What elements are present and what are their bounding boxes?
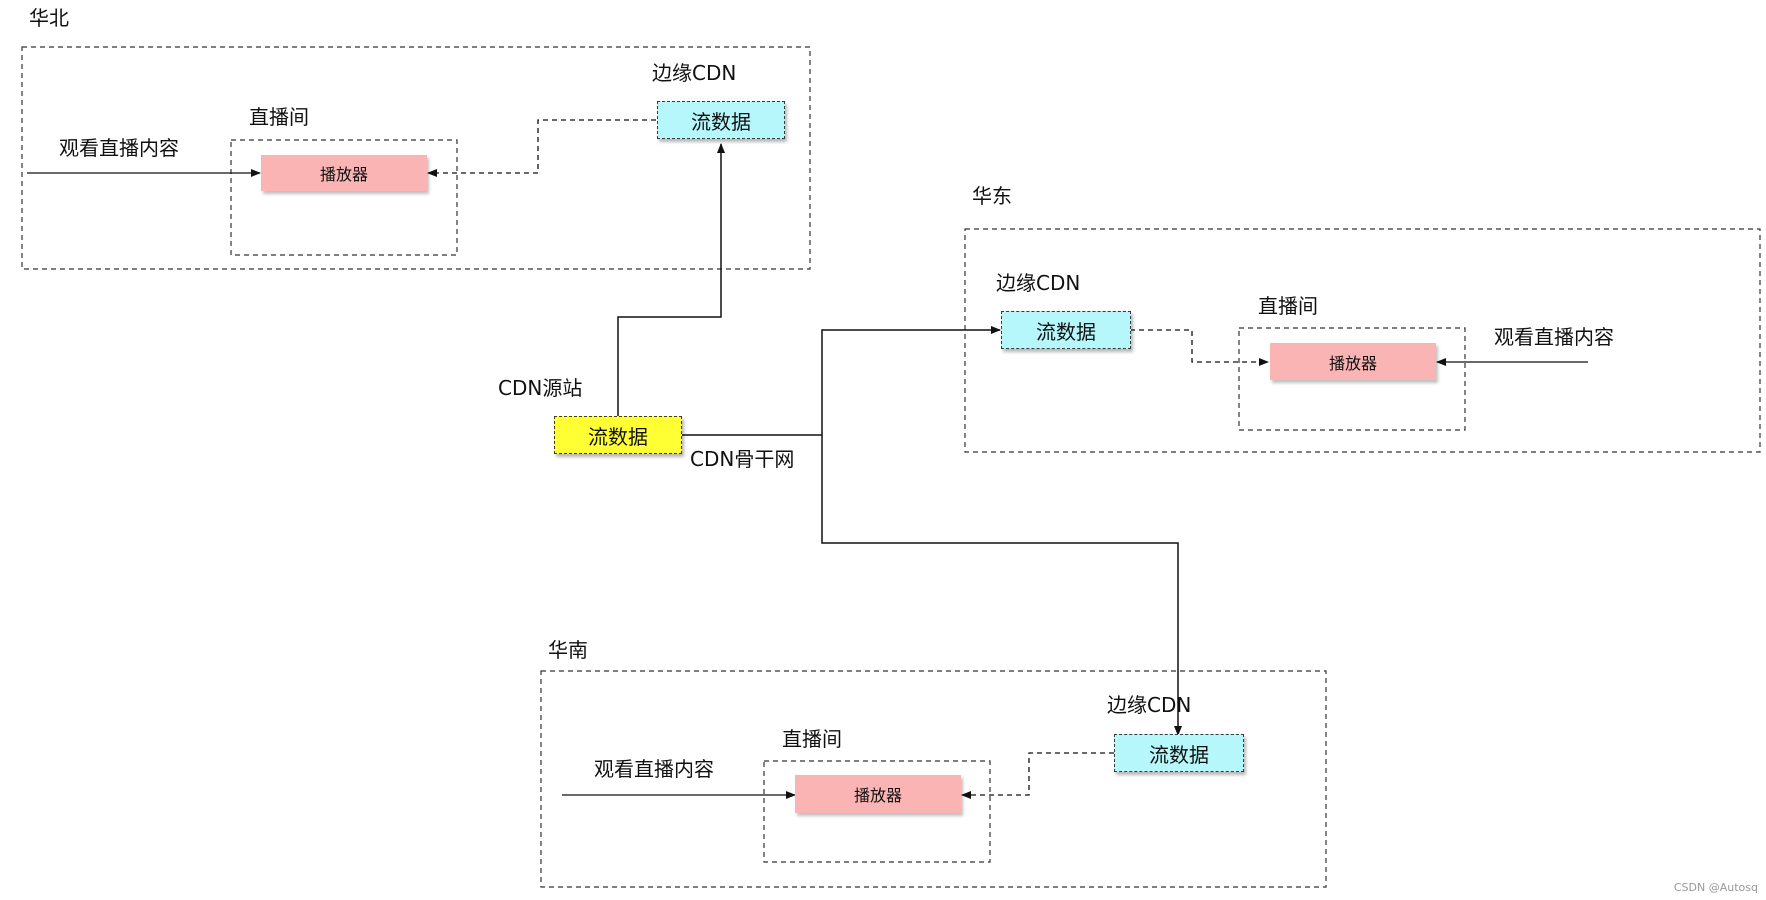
south-room-label: 直播间 [782,727,842,751]
north-edge-to-player [427,119,656,177]
backbone-to-east [821,326,1001,435]
region-east-title: 华东 [972,184,1012,208]
east-room-label: 直播间 [1258,294,1318,318]
north-room-box [230,139,458,256]
north-viewer-label: 观看直播内容 [59,136,179,160]
watermark-text: CSDN @Autosq [1673,881,1758,894]
east-player-node: 播放器 [1270,343,1436,380]
region-south-title: 华南 [548,638,588,662]
region-east-box [964,228,1761,453]
east-edge-label: 边缘CDN [996,271,1081,295]
origin-label: CDN源站 [498,376,583,400]
north-player-node: 播放器 [261,155,427,191]
south-player-node: 播放器 [795,775,961,813]
north-edge-stream-node: 流数据 [657,101,785,139]
south-edge-to-player [961,752,1114,799]
backbone-to-south [821,435,1182,736]
backbone-label: CDN骨干网 [690,447,795,471]
region-north-title: 华北 [29,6,69,30]
south-edge-label: 边缘CDN [1107,693,1192,717]
south-room-box [763,760,991,863]
backbone-to-north [617,143,725,416]
region-north-box [21,46,811,270]
north-edge-label: 边缘CDN [652,61,737,85]
region-south-box [540,670,1327,888]
east-room-box [1238,327,1466,431]
east-edge-stream-node: 流数据 [1001,311,1131,349]
north-room-label: 直播间 [249,105,309,129]
east-edge-to-player [1130,329,1269,366]
east-viewer-label: 观看直播内容 [1494,325,1614,349]
south-viewer-label: 观看直播内容 [594,757,714,781]
origin-stream-node: 流数据 [554,416,682,454]
south-edge-stream-node: 流数据 [1114,734,1244,772]
